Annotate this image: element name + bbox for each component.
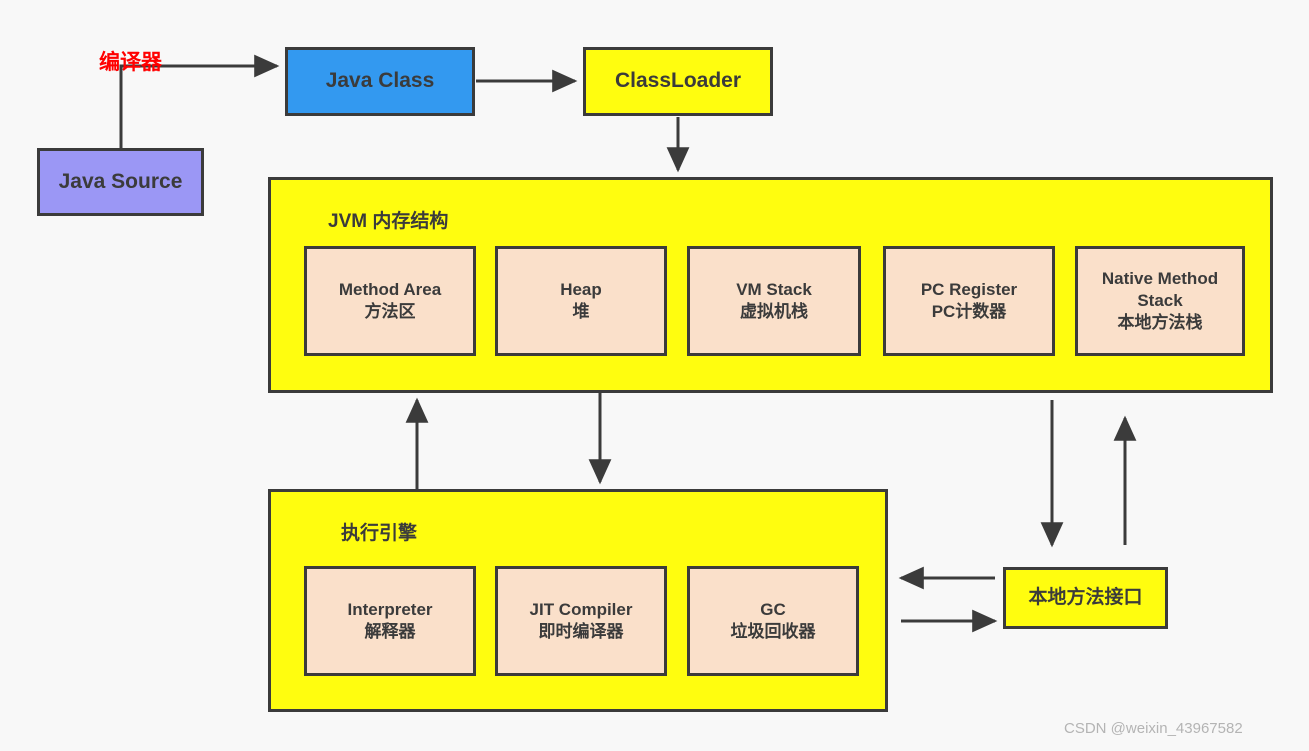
node-native-method-stack-zh: 本地方法栈 [1117,313,1203,333]
node-vm-stack-zh: 虚拟机栈 [740,302,808,321]
node-pc-register-zh: PC计数器 [931,302,1007,321]
node-pc-register[interactable]: PC Register PC计数器 [883,246,1055,356]
node-heap-zh: 堆 [572,302,590,321]
node-vm-stack-en: VM Stack [736,279,812,299]
node-native-method-interface[interactable]: 本地方法接口 [1003,567,1168,629]
node-heap[interactable]: Heap 堆 [495,246,667,356]
node-java-class[interactable]: Java Class [285,47,475,116]
node-jit-compiler[interactable]: JIT Compiler 即时编译器 [495,566,667,676]
node-gc[interactable]: GC 垃圾回收器 [687,566,859,676]
node-heap-en: Heap [560,279,602,299]
node-java-source[interactable]: Java Source [37,148,204,216]
node-native-method-stack-en: Native Method Stack [1101,268,1219,310]
node-gc-zh: 垃圾回收器 [730,622,816,641]
node-jit-compiler-zh: 即时编译器 [538,622,624,641]
node-interpreter-zh: 解释器 [364,622,416,641]
node-class-loader[interactable]: ClassLoader [583,47,773,116]
node-method-area-zh: 方法区 [364,302,416,321]
group-execution-engine-title: 执行引擎 [341,523,418,544]
group-jvm-memory-title: JVM 内存结构 [328,211,449,232]
watermark: CSDN @weixin_43967582 [1064,720,1243,737]
node-method-area[interactable]: Method Area 方法区 [304,246,476,356]
edge-source-to-class [119,54,280,148]
node-pc-register-en: PC Register [920,279,1018,299]
compiler-edge-label: 编译器 [99,51,162,74]
node-native-method-stack[interactable]: Native Method Stack 本地方法栈 [1075,246,1245,356]
node-gc-en: GC [760,599,786,619]
group-jvm-memory-structure[interactable]: JVM 内存结构 Method Area 方法区 Heap 堆 VM Stack… [268,177,1273,393]
node-interpreter[interactable]: Interpreter 解释器 [304,566,476,676]
node-vm-stack[interactable]: VM Stack 虚拟机栈 [687,246,861,356]
node-interpreter-en: Interpreter [347,599,433,619]
group-execution-engine[interactable]: 执行引擎 Interpreter 解释器 JIT Compiler 即时编译器 … [268,489,888,712]
node-jit-compiler-en: JIT Compiler [529,599,633,619]
node-method-area-en: Method Area [338,279,442,299]
